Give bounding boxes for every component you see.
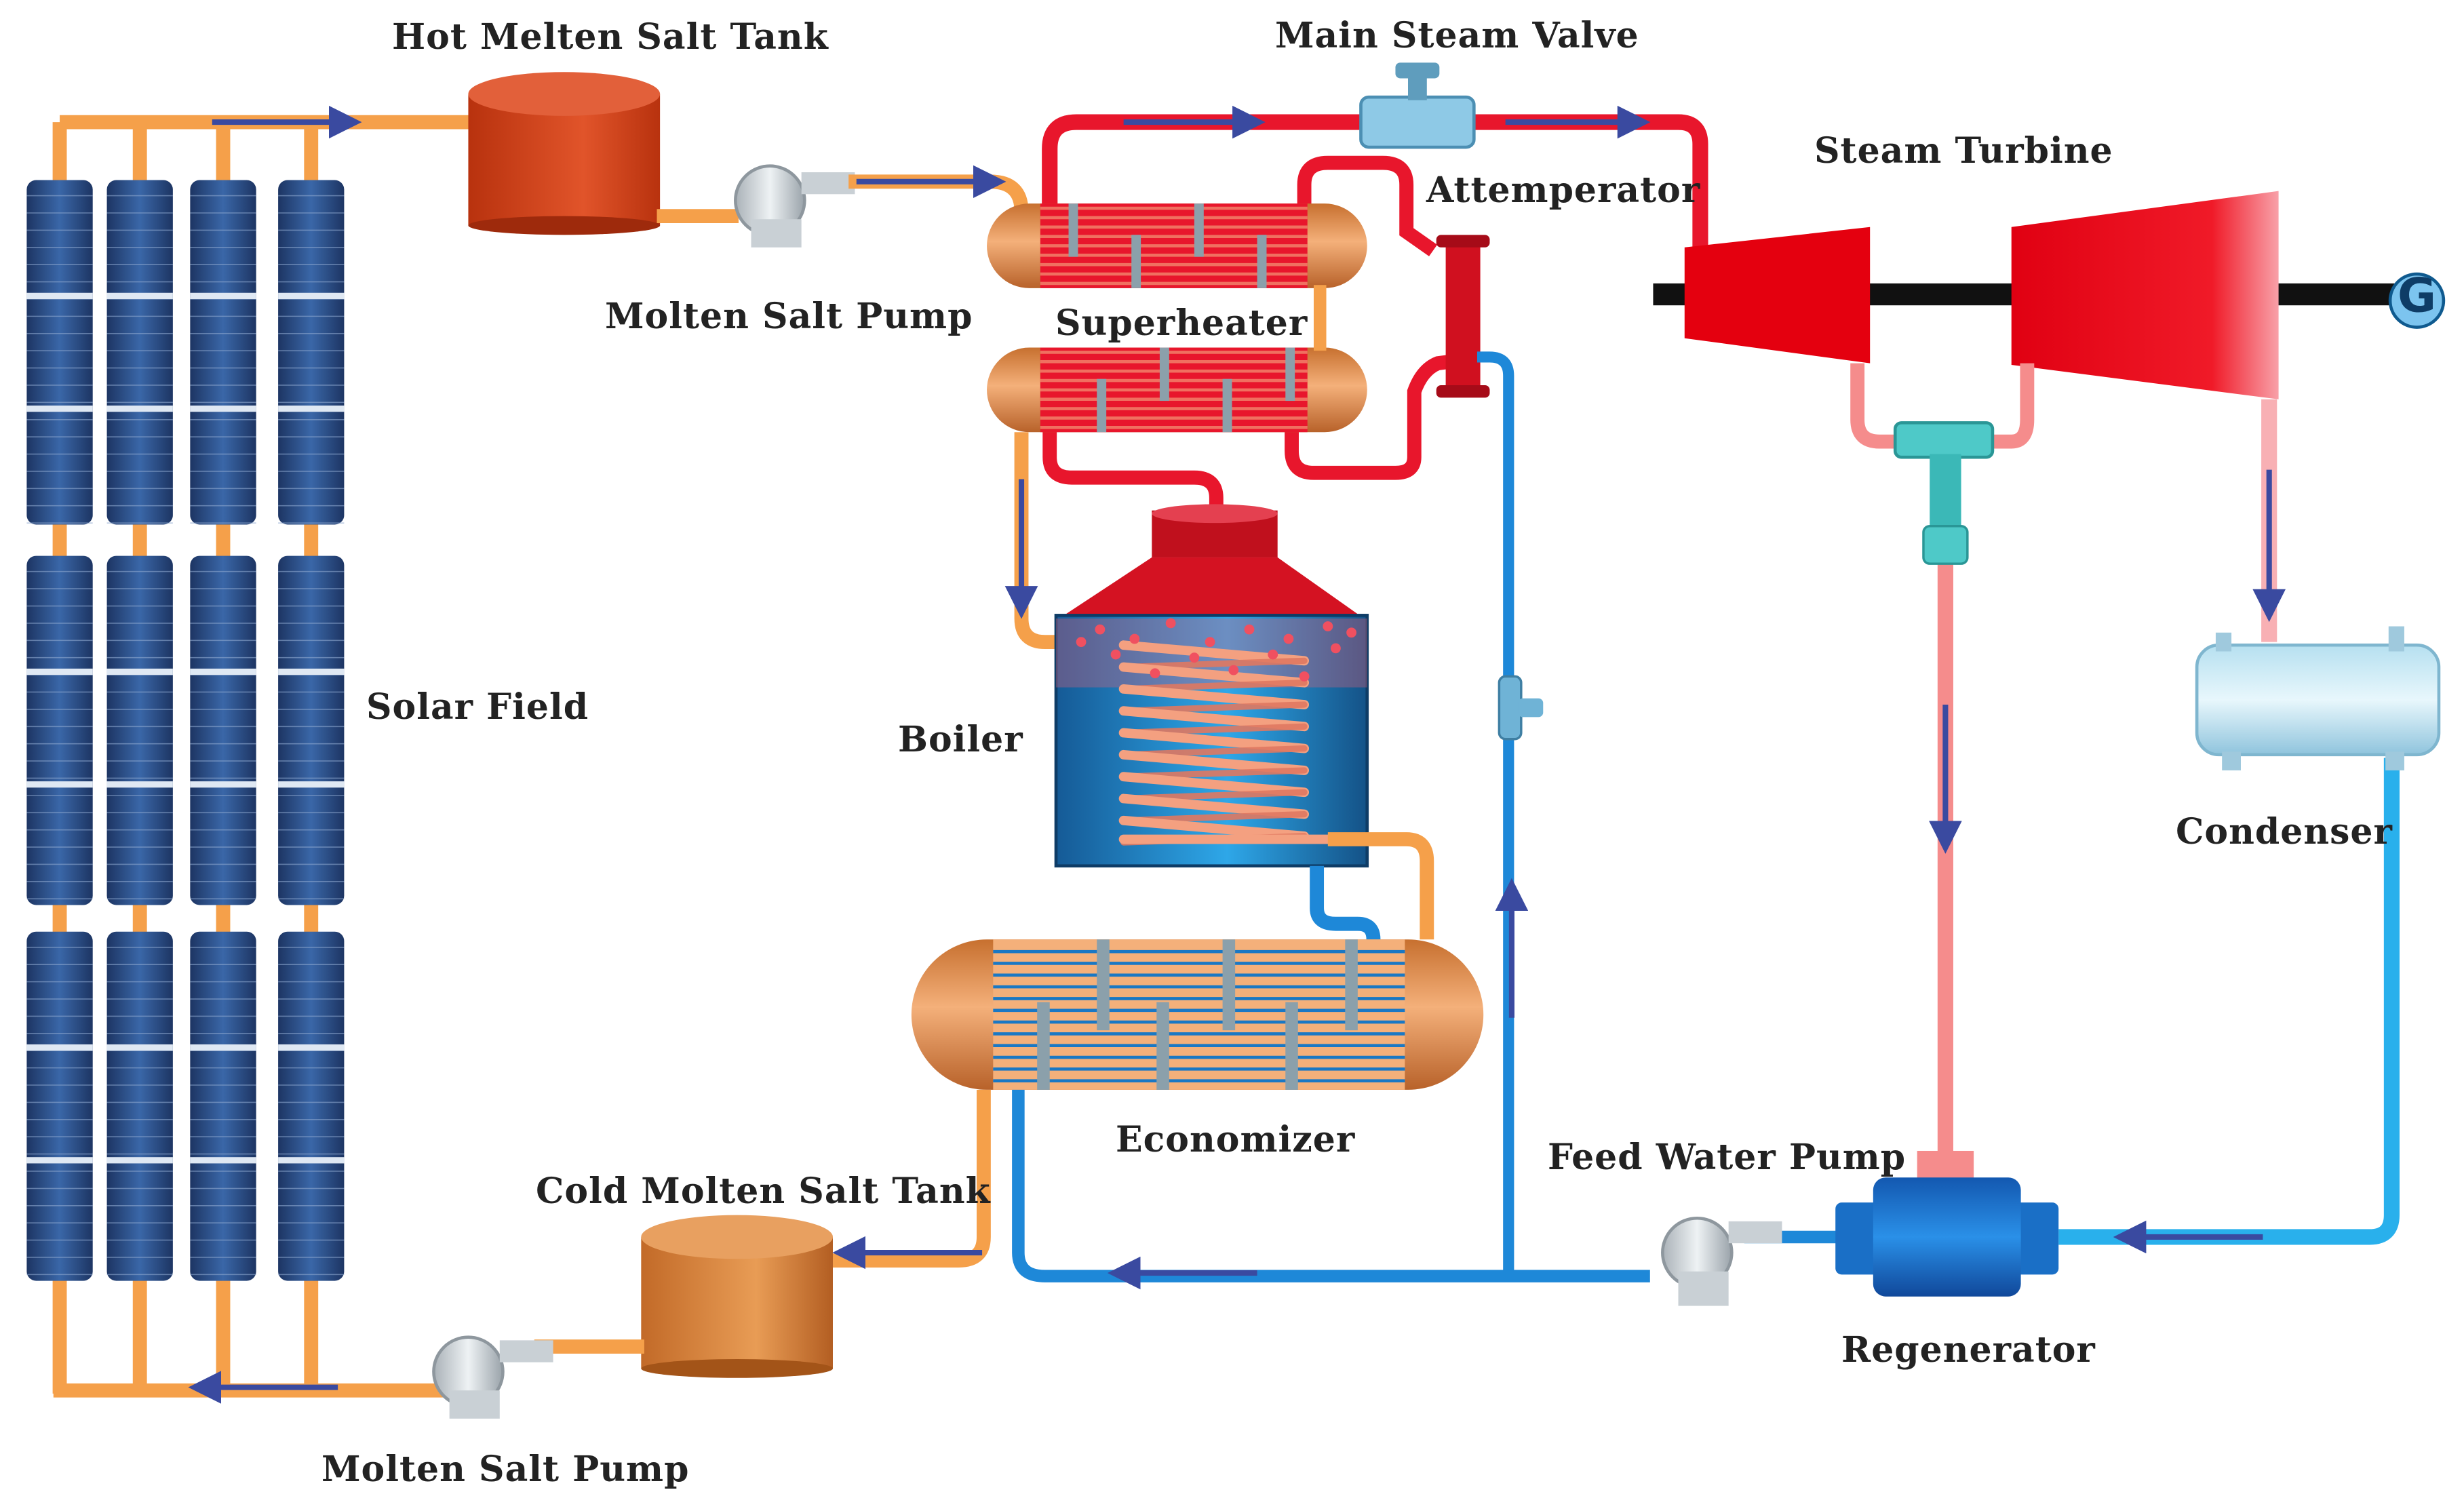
- main-steam-valve-label: Main Steam Valve: [1275, 15, 1639, 56]
- extraction-pipes: [1850, 363, 2277, 1167]
- main-steam-pipes: [1042, 114, 1708, 517]
- boiler-coil: [1118, 640, 1333, 846]
- hot-tank-label: Hot Melten Salt Tank: [392, 16, 829, 58]
- molten-salt-pump-bottom-label: Molten Salt Pump: [321, 1449, 690, 1490]
- economizer: [911, 939, 1484, 1090]
- flow-arrows: [188, 105, 2286, 1404]
- molten-salt-pump-bottom: [432, 1335, 553, 1419]
- superheater-tubes-lower: [1040, 347, 1308, 433]
- regenerator: [1835, 1150, 2059, 1297]
- attemperator: [1436, 235, 1490, 398]
- molten-salt-pump-top-label: Molten Salt Pump: [605, 296, 973, 337]
- riser-valve: [1498, 675, 1544, 741]
- solar-panel: [26, 931, 93, 1281]
- solar-panel: [190, 180, 256, 525]
- boiler-bubbles: [1076, 618, 1357, 682]
- regenerator-label: Regenerator: [1841, 1329, 2096, 1371]
- economizer-tubes: [993, 939, 1405, 1090]
- solar-panel: [106, 931, 173, 1281]
- solar-panel: [190, 931, 256, 1281]
- generator-symbol: G: [2398, 269, 2436, 323]
- steam-turbine-label: Steam Turbine: [1814, 130, 2113, 172]
- feed-water-pump: [1661, 1216, 1782, 1306]
- condenser: [2195, 626, 2441, 770]
- hot-molten-salt-tank: [468, 72, 661, 235]
- steam-turbine: G: [1653, 191, 2446, 399]
- feed-water-pump-label: Feed Water Pump: [1548, 1137, 1906, 1178]
- solar-panel: [278, 555, 345, 905]
- main-steam-valve: [1359, 62, 1476, 149]
- superheater: [987, 203, 1367, 433]
- condenser-label: Condenser: [2176, 811, 2393, 852]
- solar-panel: [106, 555, 173, 905]
- solar-panels: [26, 180, 345, 1281]
- superheater-label: Superheater: [1055, 302, 1308, 344]
- solar-panel: [190, 555, 256, 905]
- solar-panel: [26, 555, 93, 905]
- solar-panel: [278, 180, 345, 525]
- solar-field-label: Solar Field: [366, 686, 589, 728]
- solar-panel: [106, 180, 173, 525]
- cold-molten-salt-tank: [641, 1215, 833, 1378]
- extraction-valve: [1893, 421, 1995, 565]
- boiler: [1054, 504, 1369, 868]
- solar-panel: [26, 180, 93, 525]
- economizer-label: Economizer: [1116, 1119, 1356, 1160]
- cold-tank-label: Cold Molten Salt Tank: [536, 1171, 991, 1212]
- attemperator-label: Attemperator: [1426, 170, 1701, 211]
- solar-field: [26, 115, 472, 1398]
- superheater-tubes-upper: [1040, 203, 1308, 288]
- solar-panel: [278, 931, 345, 1281]
- molten-salt-pump-top: [734, 164, 855, 248]
- boiler-label: Boiler: [898, 719, 1023, 760]
